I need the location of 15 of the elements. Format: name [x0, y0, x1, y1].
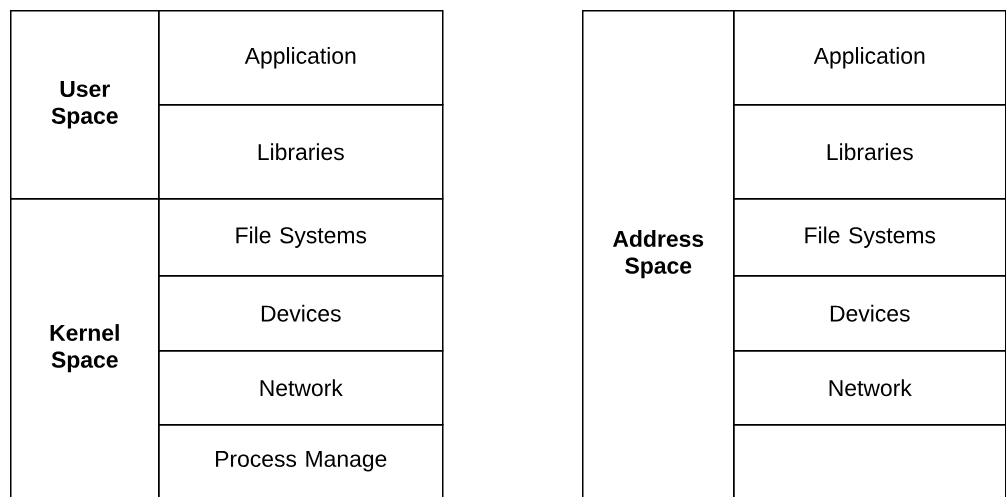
section-label-box: Kernel Space	[10, 198, 160, 497]
layer-box: File Systems	[158, 198, 444, 277]
section-label-box: Address Space	[582, 10, 735, 497]
layer-box: Application	[733, 10, 1006, 106]
layer-box: Network	[733, 350, 1006, 426]
layer-box: Devices	[733, 275, 1006, 352]
section-label-box: User Space	[10, 10, 160, 200]
layer-box: Libraries	[158, 104, 444, 200]
layer-box: Application	[158, 10, 444, 106]
layer-box: Libraries	[733, 104, 1006, 200]
layer-box: File Systems	[733, 198, 1006, 277]
layer-box: Process Manage	[158, 424, 444, 497]
empty-box	[733, 424, 1006, 497]
layer-box: Network	[158, 350, 444, 426]
layer-box: Devices	[158, 275, 444, 352]
